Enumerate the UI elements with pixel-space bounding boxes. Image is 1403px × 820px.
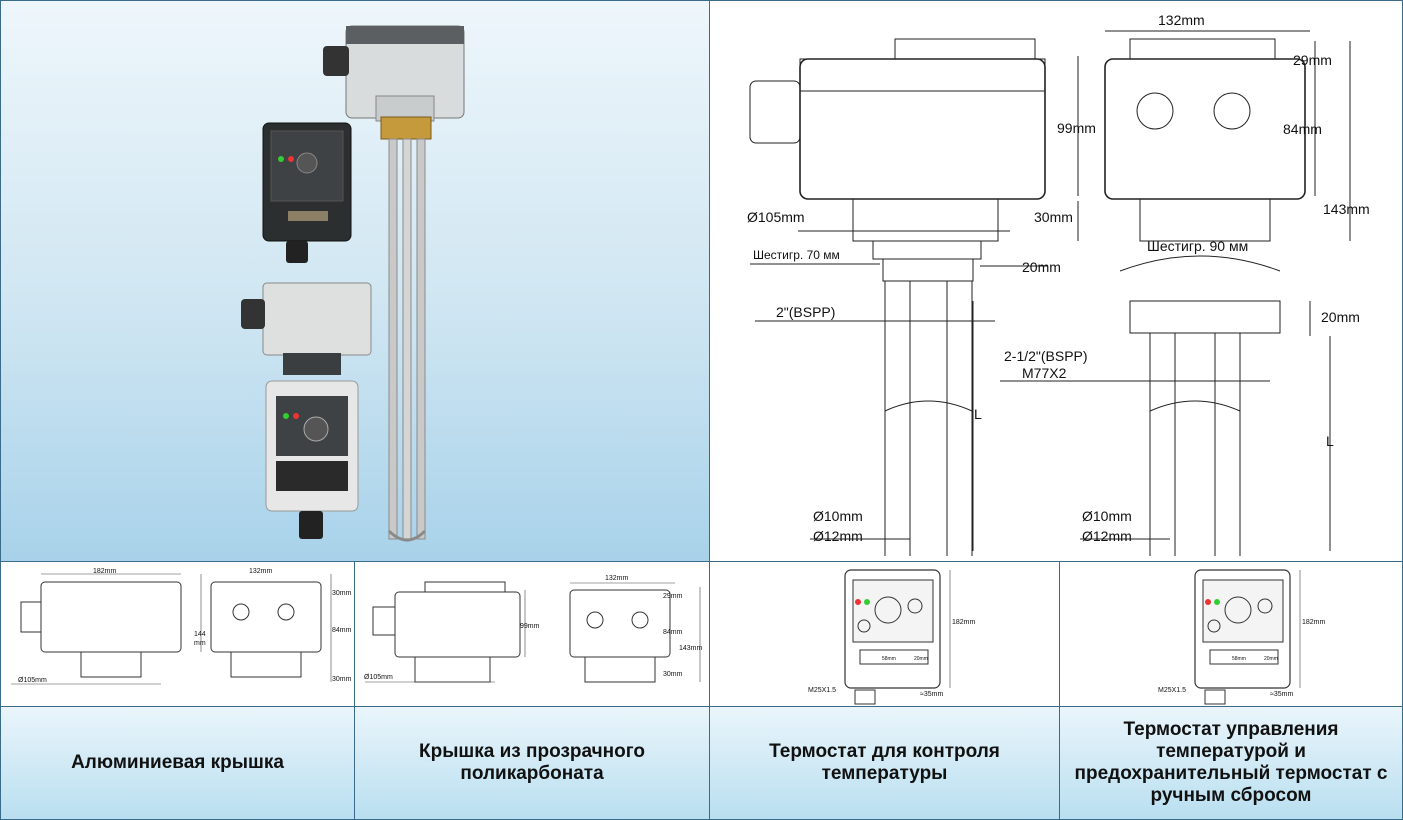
thumb-thermostat-reset-drawing: 182mm 58mm 20mm M25X1.5 ≈35mm [1158,569,1326,705]
thumb-thermostat-control: 182mm 58mm 20mm M25X1.5 ≈35mm [709,561,1060,707]
dia-10-right: Ø10mm [1082,508,1132,524]
thumb-t1-x: ≈35mm [920,691,943,698]
dia-12-left: Ø12mm [813,528,863,544]
thumb-alu-height-3: 84mm [332,627,352,634]
dim-box-height-right: 84mm [1283,121,1322,137]
thumb-t2-height: 182mm [1302,619,1326,626]
thumb-alu-diameter: Ø105mm [18,677,47,684]
technical-drawing-panel: 132mm 29mm 99mm 84mm 143mm Ø105mm 30mm Ш… [709,0,1403,562]
dim-thread-height-right: 20mm [1321,309,1360,325]
caption-thermostat-reset-text: Термостат управления температурой и пред… [1074,719,1388,806]
product-photo [241,25,465,542]
dim-top-width: 132mm [1158,12,1205,28]
m77-label: M77X2 [1022,365,1067,381]
technical-drawing: 132mm 29mm 99mm 84mm 143mm Ø105mm 30mm Ш… [747,12,1370,556]
thumb-pc-diameter: Ø105mm [364,674,393,681]
thumb-pc-height-5: 30mm [663,671,683,678]
hex-70-label: Шестигр. 70 мм [753,248,840,262]
thumb-pc-height-3: 84mm [663,629,683,636]
thumb-alu-width-1: 182mm [93,568,117,575]
thumb-alu-height-4: 30mm [332,676,352,683]
length-left-label: L [974,406,982,422]
dim-neck-height: 30mm [1034,209,1073,225]
caption-polycarbonate-cover: Крышка из прозрачного поликарбоната [354,706,710,820]
dim-box-height-left: 99mm [1057,120,1096,136]
dim-flange-diameter: Ø105mm [747,209,805,225]
thumb-pc-width: 132mm [605,575,629,582]
thumb-t1-thread: M25X1.5 [808,687,836,694]
thumb-alu-width-2: 132mm [249,568,273,575]
thumb-t1-height: 182mm [952,619,976,626]
bspp-2-label: 2"(BSPP) [776,304,835,320]
thumb-t1-s: 20mm [914,656,928,662]
thumb-alu-height-1: 30mm [332,590,352,597]
caption-aluminium-cover: Алюминиевая крышка [0,706,355,820]
thumb-pc-height-2: 99mm [520,623,540,630]
thumb-pc-height-4: 143mm [679,645,703,652]
caption-thermostat-reset: Термостат управления температурой и пред… [1059,706,1403,820]
dia-12-right: Ø12mm [1082,528,1132,544]
dia-10-left: Ø10mm [813,508,863,524]
thumb-t2-x: ≈35mm [1270,691,1293,698]
thumb-t2-thread: M25X1.5 [1158,687,1186,694]
thumb-t2-s: 20mm [1264,656,1278,662]
bspp-25-label: 2-1/2"(BSPP) [1004,348,1088,364]
thumb-aluminium-drawing: 182mm 132mm 30mm 144 mm 84mm 30mm Ø105mm [11,568,352,685]
thumb-t1-width: 58mm [882,656,896,662]
thumb-alu-height-2-unit: mm [194,640,206,647]
thumb-polycarbonate-cover: 132mm 29mm 99mm 84mm 143mm 30mm Ø105mm [354,561,710,707]
thumb-t2-width: 58mm [1232,656,1246,662]
thumb-thermostat-reset: 182mm 58mm 20mm M25X1.5 ≈35mm [1059,561,1403,707]
product-photo-panel [0,0,710,562]
caption-thermostat-control: Термостат для контроля температуры [709,706,1060,820]
thumb-pc-height-1: 29mm [663,593,683,600]
dim-top-height: 29mm [1293,52,1332,68]
caption-polycarbonate-text: Крышка из прозрачного поликарбоната [419,741,645,784]
thumb-aluminium-cover: 182mm 132mm 30mm 144 mm 84mm 30mm Ø105mm [0,561,355,707]
caption-thermostat-control-text: Термостат для контроля температуры [769,741,1000,784]
caption-aluminium-text: Алюминиевая крышка [71,752,284,773]
thumb-thermostat-control-drawing: 182mm 58mm 20mm M25X1.5 ≈35mm [808,569,976,705]
dim-total-height: 143mm [1323,201,1370,217]
hex-90-label: Шестигр. 90 мм [1147,238,1248,254]
dim-thread-height-left: 20mm [1022,259,1061,275]
thumb-alu-height-2: 144 [194,631,206,638]
length-right-label: L [1326,433,1334,449]
thumb-polycarbonate-drawing: 132mm 29mm 99mm 84mm 143mm 30mm Ø105mm [364,575,703,683]
